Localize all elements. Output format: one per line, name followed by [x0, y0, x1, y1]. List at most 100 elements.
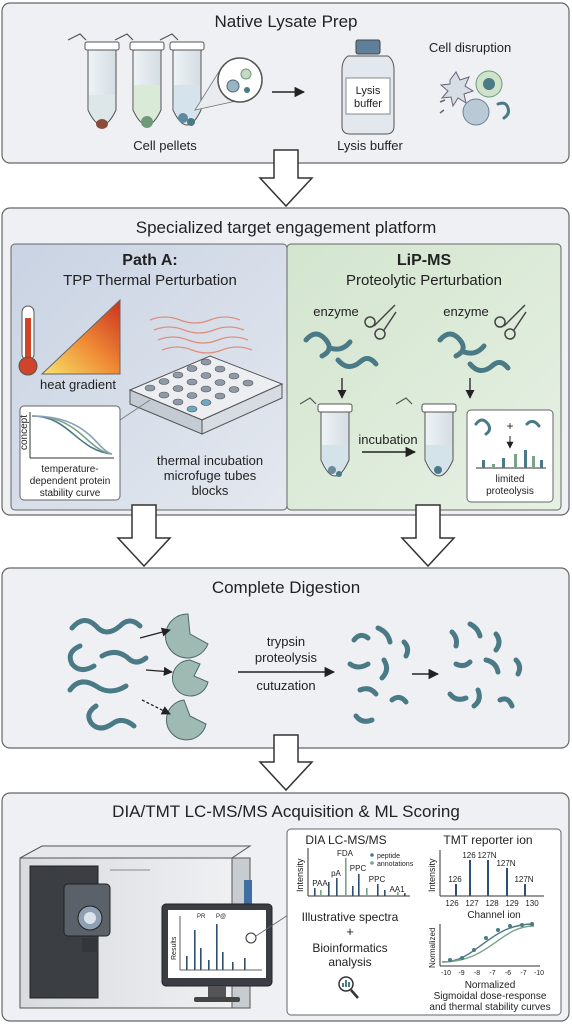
protein-strand-1: [303, 331, 379, 369]
lysis-buffer-label: Lysis buffer: [337, 138, 403, 153]
dia-title: DIA LC-MS/MS: [305, 833, 386, 847]
path-a-panel: Path A: TPP Thermal Perturbation heat gr…: [10, 243, 288, 511]
magnifier-search-icon: [338, 976, 359, 999]
enzyme-label-1: enzyme: [313, 304, 359, 319]
spectrum-bar: [208, 960, 210, 970]
dia-peak-ppc2: PPC: [369, 875, 386, 884]
path-b-subtitle: Proteolytic Perturbation: [346, 272, 502, 289]
protein-strand-2: [437, 331, 511, 373]
spectrum-bar: [404, 893, 406, 896]
tmt-peak-127n-b: 127N: [496, 859, 515, 868]
spectrum-bar: [216, 924, 218, 970]
trypsin-label-2: proteolysis: [255, 650, 318, 665]
data-point: [530, 922, 534, 926]
tmt-bar: [469, 860, 471, 896]
illustrative-plus: +: [346, 924, 354, 939]
illustrative-label: Illustrative spectra: [302, 910, 399, 924]
incubation-label: incubation: [358, 432, 417, 447]
spectrum-bar: [314, 888, 316, 896]
dia-peak-ppc1: PPC: [350, 864, 367, 873]
spectrum-bar: [336, 878, 338, 896]
limited-caption-2: proteolysis: [486, 486, 534, 497]
peptide-fragments-2: [447, 621, 523, 709]
well: [228, 386, 240, 393]
sigmoid-caption-1: Normalized: [465, 980, 516, 991]
sigmoid-tick: -7: [520, 970, 526, 977]
protein-fragments-icon: [165, 613, 209, 741]
platform-section: Specialized target engagement platform P…: [1, 207, 570, 516]
data-point: [496, 928, 500, 932]
limited-proteolysis-inset: + limited proteolysis: [466, 409, 554, 503]
digestion-section: Complete Digestion trypsin proteolysis c…: [1, 567, 570, 749]
disrupted-cells: [439, 70, 510, 126]
heat-gradient-triangle: [40, 298, 121, 375]
lysis-bottle-label-2: buffer: [354, 98, 382, 110]
sigmoid-y-label: Normalized: [428, 928, 437, 968]
monitor-peak-1: PR: [197, 914, 206, 920]
spectrum-bar: [532, 456, 535, 468]
spectrum-bar: [200, 948, 202, 970]
data-point: [448, 958, 452, 962]
spectrum-bar: [194, 930, 196, 970]
cell-pellet-tubes: [67, 33, 263, 129]
well: [200, 385, 212, 393]
cell-pellets-label: Cell pellets: [133, 138, 197, 153]
tmt-bar: [524, 884, 526, 896]
bioinfo-label-1: Bioinformatics: [312, 941, 387, 955]
well: [214, 365, 226, 373]
cutuzation-label: cutuzation: [256, 678, 315, 693]
well: [214, 392, 226, 400]
spectrum-bar: [366, 888, 368, 896]
well: [172, 371, 184, 379]
incubation-caption-1: thermal incubation: [157, 453, 263, 468]
well: [158, 378, 170, 385]
well: [214, 379, 226, 386]
well: [144, 384, 156, 392]
cell-disruption-label: Cell disruption: [429, 40, 511, 55]
dia-peak-aa1: AA1: [389, 885, 405, 894]
tube-2: [114, 33, 165, 128]
data-point: [520, 923, 524, 927]
spectrum-bar: [384, 890, 386, 896]
flow-arrow-2a: [116, 504, 172, 568]
spectrum-bar: [482, 460, 485, 468]
path-b-panel: LiP-MS Proteolytic Perturbation enzyme e…: [286, 243, 562, 511]
tmt-x-label: Channel ion: [467, 910, 520, 921]
enzyme-label-2: enzyme: [443, 304, 489, 319]
well: [172, 385, 184, 392]
spectrum-bar: [540, 460, 543, 468]
tmt-y-label: Intensity: [427, 858, 437, 892]
platform-title: Specialized target engagement platform: [136, 218, 437, 237]
well: [186, 365, 198, 372]
tmt-tick: 127: [465, 899, 479, 908]
dia-peak-paa: PAA: [312, 879, 328, 888]
well: [200, 358, 212, 366]
sigmoid-tick: -7: [489, 970, 495, 977]
path-b-title: LiP-MS: [397, 252, 452, 269]
peptide-fragments-1: [347, 625, 411, 724]
data-point: [484, 936, 488, 940]
flow-arrow-3: [258, 734, 314, 792]
spectrum-bar: [352, 886, 354, 896]
acquisition-section: DIA/TMT LC-MS/MS Acquisition & ML Scorin…: [1, 792, 570, 1022]
monitor-icon: Results PR P@: [161, 903, 273, 1002]
well: [200, 372, 212, 379]
tmt-peak-127n-a: 127N: [477, 851, 496, 860]
spectrum-bar: [524, 450, 527, 468]
sigmoid-tick: -9: [458, 970, 464, 977]
dia-legend-peptide: peptide: [377, 853, 400, 860]
data-point: [460, 956, 464, 960]
heat-waves-icon: [149, 316, 253, 354]
sigmoid-tick: -10: [441, 970, 451, 977]
spectrum-bar: [232, 962, 234, 970]
curve-caption-1: temperature-: [41, 464, 98, 475]
tmt-tick: 129: [505, 899, 519, 908]
data-point: [472, 948, 476, 952]
magnifier-callout: [194, 57, 263, 111]
monitor-peak-2: P@: [216, 914, 226, 920]
spectrum-bar: [358, 874, 360, 896]
results-panel: DIA LC-MS/MS Intensity FDA PAA PPC PPC A…: [286, 828, 562, 1016]
tmt-tick: 130: [525, 899, 539, 908]
lip-tube-2: [395, 397, 457, 477]
trypsin-label-1: trypsin: [267, 634, 305, 649]
